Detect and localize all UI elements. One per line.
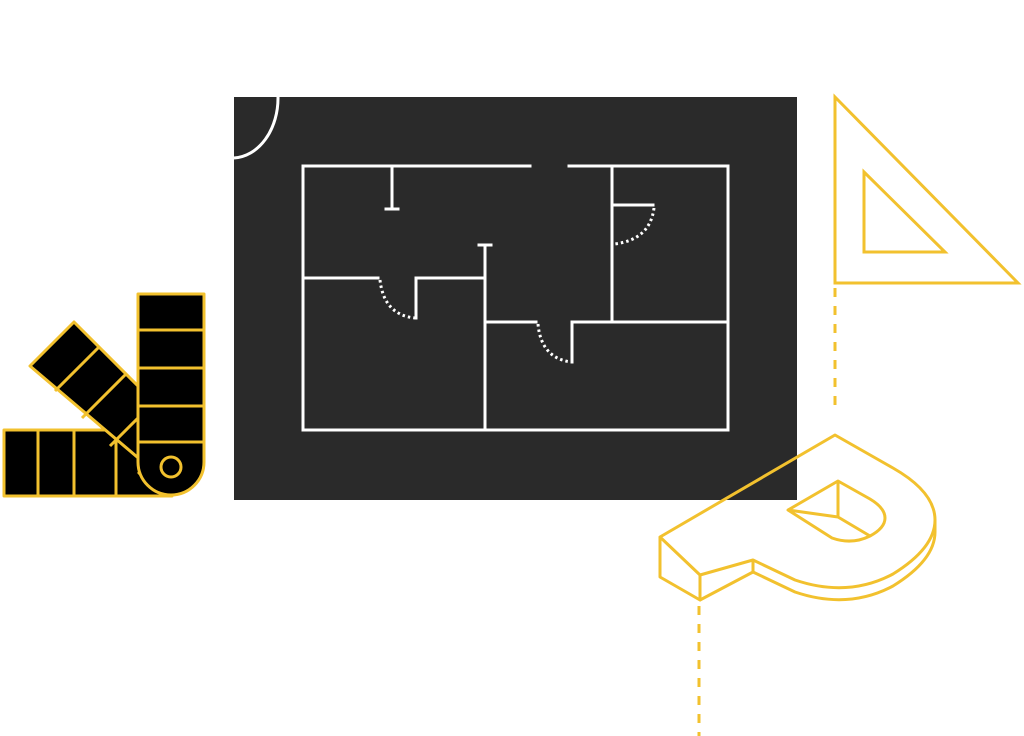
door-swing-center [536,323,572,364]
isometric-3d-block-icon [658,433,937,602]
set-square-triangle-icon [833,93,1022,285]
floor-plan-walls [301,164,730,432]
swatch-strip-vertical [136,292,206,497]
door-swings [378,207,656,364]
door-swing-right [613,207,656,246]
corner-arc [233,96,280,160]
floor-plan-blueprint-icon [233,96,797,500]
swatch-pivot [159,455,183,479]
color-swatch-fan-icon [2,292,206,498]
blueprint-board [234,97,797,500]
door-swing-left [378,279,416,320]
